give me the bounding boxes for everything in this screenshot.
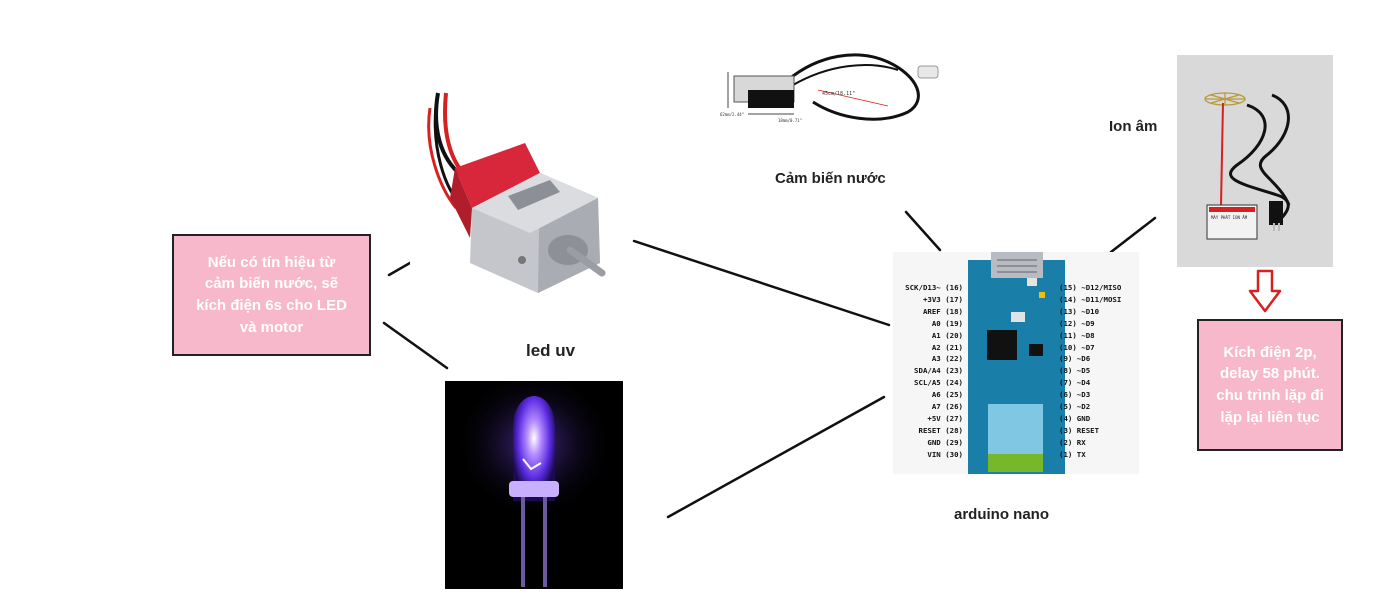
line-motor-arduino <box>634 241 889 325</box>
pin-left-2: +3V3 (17) <box>895 294 963 306</box>
pin-left-5: A1 (20) <box>895 330 963 342</box>
right-note-line-1: Kích điện 2p, <box>1216 342 1324 364</box>
pin-left-13: RESET (28) <box>895 425 963 437</box>
pin-left-15: VIN (30) <box>895 449 963 461</box>
right-note-line-2: delay 58 phút. <box>1216 363 1324 385</box>
pin-left-4: A0 (19) <box>895 318 963 330</box>
pin-right-14: (2) RX <box>1059 437 1137 449</box>
pin-right-15: (1) TX <box>1059 449 1137 461</box>
line-box-led <box>384 323 447 368</box>
pin-right-7: (9) ~D6 <box>1059 353 1137 365</box>
led-label: led uv <box>526 341 575 361</box>
motor-image <box>410 88 615 296</box>
arduino-label: arduino nano <box>954 506 1049 523</box>
pin-right-6: (10) ~D7 <box>1059 342 1137 354</box>
line-ion-arduino <box>1111 218 1155 252</box>
left-note-box: Nếu có tín hiệu từ cảm biến nước, sẽ kíc… <box>172 234 371 356</box>
pin-left-8: SDA/A4 (23) <box>895 365 963 377</box>
pin-left-12: +5V (27) <box>895 413 963 425</box>
line-sensor-arduino <box>906 212 940 250</box>
sensor-dim-width: 62mm/2.44" <box>720 112 744 117</box>
pin-left-10: A6 (25) <box>895 389 963 401</box>
pin-right-10: (6) ~D3 <box>1059 389 1137 401</box>
sensor-dim-length: 45cm/18.11" <box>822 91 855 97</box>
ion-generator-frame <box>1177 55 1333 267</box>
pin-right-13: (3) RESET <box>1059 425 1137 437</box>
pin-right-1: (15) ~D12/MISO <box>1059 282 1137 294</box>
pin-labels-left: SCK/D13~ (16) +3V3 (17) AREF (18) A0 (19… <box>895 282 963 461</box>
pin-left-14: GND (29) <box>895 437 963 449</box>
arduino-image: SCK/D13~ (16) +3V3 (17) AREF (18) A0 (19… <box>893 252 1139 474</box>
pin-left-11: A7 (26) <box>895 401 963 413</box>
pin-right-9: (7) ~D4 <box>1059 377 1137 389</box>
left-note-line-1: Nếu có tín hiệu từ <box>196 252 347 274</box>
pin-right-5: (11) ~D8 <box>1059 330 1137 342</box>
pin-right-8: (8) ~D5 <box>1059 365 1137 377</box>
left-note-line-4: và motor <box>196 317 347 339</box>
pin-right-2: (14) ~D11/MOSI <box>1059 294 1137 306</box>
pin-labels-right: (15) ~D12/MISO (14) ~D11/MOSI (13) ~D10 … <box>1059 282 1137 461</box>
line-led-arduino <box>668 397 884 517</box>
ion-label: Ion âm <box>1109 118 1157 135</box>
pin-right-4: (12) ~D9 <box>1059 318 1137 330</box>
right-note-line-4: lặp lại liên tục <box>1216 407 1324 429</box>
down-arrow-icon <box>1248 269 1282 313</box>
led-image <box>445 381 623 589</box>
pin-right-3: (13) ~D10 <box>1059 306 1137 318</box>
pin-left-7: A3 (22) <box>895 353 963 365</box>
sensor-dim-depth: 18mm/0.71" <box>778 118 802 123</box>
left-note-line-2: cảm biến nước, sẽ <box>196 273 347 295</box>
left-note-line-3: kích điện 6s cho LED <box>196 295 347 317</box>
right-note-line-3: chu trình lặp đi <box>1216 385 1324 407</box>
pin-right-11: (5) ~D2 <box>1059 401 1137 413</box>
water-sensor-label: Cảm biến nước <box>775 170 886 187</box>
water-sensor-image: 45cm/18.11" 62mm/2.44" 18mm/0.71" <box>718 50 948 130</box>
pin-left-3: AREF (18) <box>895 306 963 318</box>
pin-left-1: SCK/D13~ (16) <box>895 282 963 294</box>
pin-right-12: (4) GND <box>1059 413 1137 425</box>
pin-left-9: SCL/A5 (24) <box>895 377 963 389</box>
pin-left-6: A2 (21) <box>895 342 963 354</box>
right-note-box: Kích điện 2p, delay 58 phút. chu trình l… <box>1197 319 1343 451</box>
